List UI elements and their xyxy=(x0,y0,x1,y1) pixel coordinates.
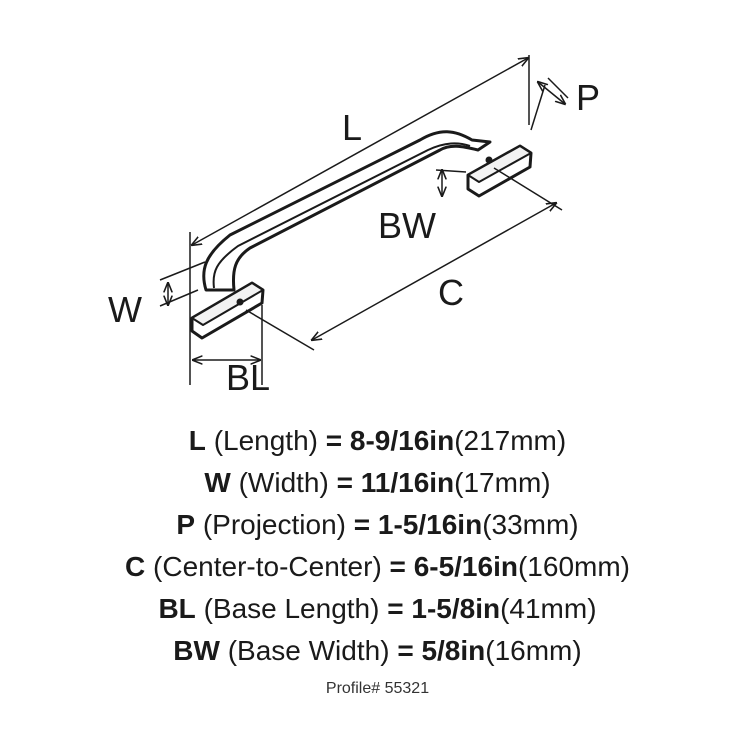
spec-name: (Center-to-Center) xyxy=(153,551,382,582)
dimension-spec-list: L (Length) = 8-9/16in(217mm) W (Width) =… xyxy=(0,420,755,672)
spec-metric: (41mm) xyxy=(500,593,597,624)
right-screw-hole xyxy=(485,156,493,164)
spec-imperial: 8-9/16in xyxy=(349,425,455,456)
C-ext-right xyxy=(493,167,563,211)
spec-metric: (16mm) xyxy=(485,635,582,666)
spec-equals: = xyxy=(325,425,343,456)
label-BL: BL xyxy=(226,357,270,398)
label-C: C xyxy=(438,272,464,313)
W-ext-top xyxy=(159,261,206,281)
label-W: W xyxy=(108,289,142,330)
spec-metric: (217mm) xyxy=(454,425,567,456)
W-ext-bottom xyxy=(159,289,199,307)
spec-imperial: 11/16in xyxy=(360,467,455,498)
spec-name: (Length) xyxy=(213,425,318,456)
spec-equals: = xyxy=(387,593,404,624)
label-L: L xyxy=(342,107,362,148)
spec-base-width: BW (Base Width) = 5/8in(16mm) xyxy=(0,630,755,672)
spec-key: C xyxy=(125,551,146,582)
spec-name: (Base Length) xyxy=(203,593,380,624)
spec-equals: = xyxy=(389,551,406,582)
spec-imperial: 1-5/16in xyxy=(377,509,483,540)
spec-imperial: 5/8in xyxy=(421,635,486,666)
spec-name: (Width) xyxy=(238,467,329,498)
left-base-top xyxy=(191,282,264,326)
spec-key: P xyxy=(176,509,196,540)
P-ext-1 xyxy=(530,84,546,131)
spec-key: L xyxy=(188,425,206,456)
handle-dimension-diagram: L P BW W C BL xyxy=(108,55,600,398)
handle-bar xyxy=(202,130,492,292)
spec-width: W (Width) = 11/16in(17mm) xyxy=(0,462,755,504)
spec-imperial: 1-5/8in xyxy=(411,593,501,624)
profile-number: Profile# 55321 xyxy=(325,680,430,697)
left-screw-hole xyxy=(236,298,244,306)
spec-metric: (33mm) xyxy=(482,509,579,540)
P-dimension xyxy=(538,82,565,104)
spec-name: (Base Width) xyxy=(227,635,390,666)
spec-equals: = xyxy=(353,509,371,540)
spec-name: (Projection) xyxy=(202,509,346,540)
spec-key: W xyxy=(204,467,231,498)
label-P: P xyxy=(576,77,600,118)
spec-base-length: BL (Base Length) = 1-5/8in(41mm) xyxy=(0,588,755,630)
cabinet-pull-handle xyxy=(190,130,533,340)
spec-center-to-center: C (Center-to-Center) = 6-5/16in(160mm) xyxy=(0,546,755,588)
spec-equals: = xyxy=(397,635,414,666)
P-ext-2 xyxy=(547,77,569,99)
spec-length: L (Length) = 8-9/16in(217mm) xyxy=(0,420,755,462)
spec-equals: = xyxy=(336,467,353,498)
spec-imperial: 6-5/16in xyxy=(413,551,518,582)
BW-ext xyxy=(435,169,467,173)
spec-key: BL xyxy=(158,593,196,624)
spec-projection: P (Projection) = 1-5/16in(33mm) xyxy=(0,504,755,546)
dimension-lines xyxy=(159,55,569,385)
C-dimension xyxy=(312,203,556,340)
spec-key: BW xyxy=(173,635,220,666)
label-BW: BW xyxy=(378,205,436,246)
spec-metric: (17mm) xyxy=(454,467,551,498)
C-ext-left xyxy=(245,309,315,351)
spec-metric: (160mm) xyxy=(517,551,630,582)
L-dimension xyxy=(192,58,528,245)
